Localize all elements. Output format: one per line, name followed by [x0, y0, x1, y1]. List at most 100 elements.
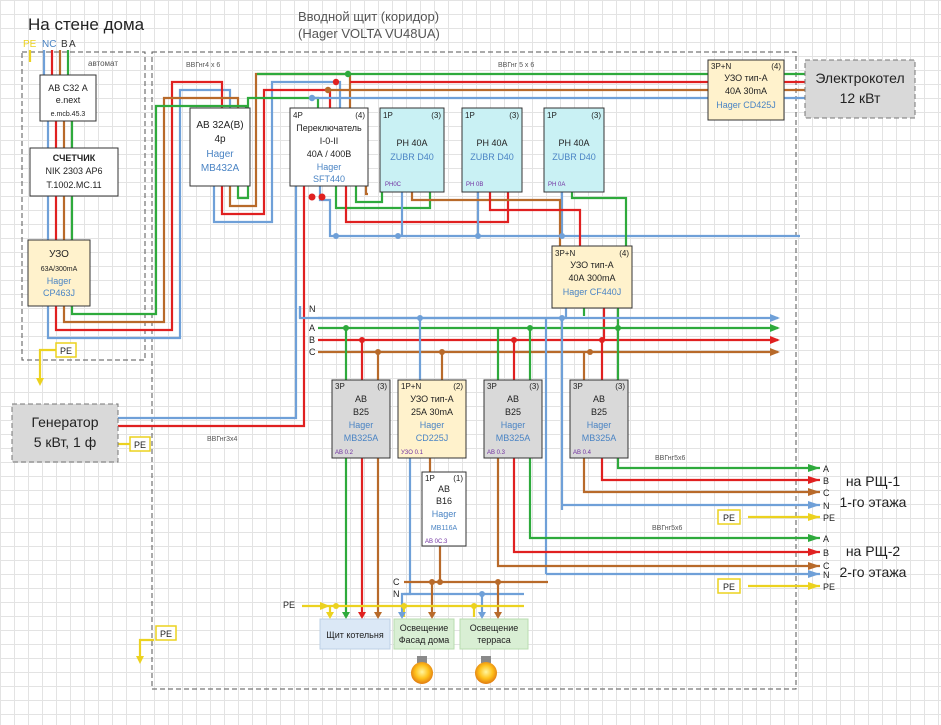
uzo-mid-tl: 3P+N: [555, 249, 575, 258]
out1-label-pe: PE: [823, 513, 835, 523]
breaker-av02-tl: 3P: [335, 382, 345, 391]
pe-tag-5: [155, 625, 177, 641]
bus-label-b: B: [309, 335, 315, 345]
breaker-av02-sub: АВ 0.2: [335, 450, 354, 456]
voltage-relay-b-l1: РН 40А: [476, 138, 507, 148]
pe-tag-3-text: PE: [723, 513, 735, 523]
out1-title-1: на РЩ-1: [846, 473, 901, 489]
meter-breaker-box: [39, 74, 97, 122]
panel-subtitle: (Hager VOLTA VU48UA): [298, 26, 440, 41]
uzo-mid-box: [551, 245, 633, 309]
load-boiler-room-text: Щит котельня: [326, 630, 384, 640]
uzo-main-l1: УЗО: [49, 249, 69, 260]
uzo-01-l4: CD225J: [416, 433, 449, 443]
breaker-av16-l4: MB116A: [431, 525, 458, 532]
breaker-av16-l1: АВ: [438, 484, 450, 494]
breaker-av03-box: [483, 379, 543, 459]
breaker-av04-l4: MB325A: [582, 433, 617, 443]
generator-l2: 5 кВт, 1 ф: [34, 434, 97, 450]
light-bus-c: C: [393, 577, 400, 587]
generator-l1: Генератор: [31, 414, 98, 430]
meter-l2: NIK 2303 АР6: [45, 166, 102, 176]
meter-breaker-l2: e.next: [56, 95, 81, 105]
breaker-av02-l1: АВ: [355, 394, 367, 404]
breaker-av16-l2: В16: [436, 496, 452, 506]
voltage-relay-c-tl: 1P: [383, 111, 393, 120]
house-label-nc: NC: [42, 39, 56, 50]
breaker-av04-tl: 3P: [573, 382, 583, 391]
breaker-av04-sub: АВ 0.4: [573, 450, 592, 456]
breaker-32a-box: [189, 107, 251, 187]
breaker-av04-l1: АВ: [593, 394, 605, 404]
bulb-facade-icon: [411, 656, 433, 684]
avtomat-label: автомат: [88, 59, 118, 68]
breaker-32a-l1: АВ 32А(В): [196, 120, 243, 131]
uzo-01-l2: 25А 30mA: [411, 407, 453, 417]
out2-label-n: N: [823, 570, 830, 580]
out1-title-2: 1-го этажа: [840, 494, 907, 510]
breaker-av02-box: [331, 379, 391, 459]
breaker-av16-tr: (1): [453, 474, 463, 483]
output-arrows: [36, 314, 820, 664]
breaker-av16-l3: Hager: [432, 509, 457, 519]
breaker-av16-box: [421, 471, 467, 547]
breaker-av03-l3: Hager: [501, 420, 526, 430]
uzo-01-l1: УЗО тип-А: [410, 394, 453, 404]
pe-tag-3: [717, 509, 741, 525]
voltage-relay-c-l2: ZUBR D40: [390, 152, 434, 162]
uzo-main-l2: 63А/300mA: [41, 266, 78, 273]
out1-label-c: C: [823, 488, 830, 498]
transfer-switch-tl: 4P: [293, 111, 303, 120]
bus-label-a: A: [309, 323, 315, 333]
voltage-relay-a-sub: РН 0А: [548, 182, 565, 188]
load-terrace-box: [459, 618, 529, 650]
bus-label-c: C: [309, 347, 316, 357]
generator-box: [11, 403, 119, 463]
breaker-av03-l4: MB325A: [496, 433, 531, 443]
uzo-01-box: [397, 379, 467, 459]
transfer-switch-l3: 40А / 400В: [307, 149, 352, 159]
breaker-av02-tr: (3): [377, 382, 387, 391]
uzo-boiler-l3: Hager CD425J: [716, 100, 776, 110]
transfer-switch-l4: Hager: [317, 162, 342, 172]
transfer-switch-box: [289, 107, 369, 187]
load-facade-text-2: Фасад дома: [399, 635, 450, 645]
transfer-switch-tr: (4): [355, 111, 365, 120]
uzo-boiler-box: [707, 59, 785, 121]
out1-label-n: N: [823, 501, 830, 511]
uzo-boiler-l1: УЗО тип-А: [724, 73, 767, 83]
out2-label-b: B: [823, 548, 829, 558]
pe-tag-1: [55, 342, 77, 358]
uzo-mid-l2: 40А 300mA: [568, 273, 615, 283]
voltage-relay-c-tr: (3): [431, 111, 441, 120]
meter-breaker-l3: e.mcb.45.3: [51, 111, 86, 118]
breaker-av03-tl: 3P: [487, 382, 497, 391]
load-boiler-room-box: [319, 618, 391, 650]
out2-label-pe: PE: [823, 582, 835, 592]
breaker-av03-tr: (3): [529, 382, 539, 391]
cable-label-1: ВВГнг4 х 6: [186, 62, 220, 69]
breaker-av04-l2: В25: [591, 407, 607, 417]
load-terrace-text-1: Освещение: [470, 623, 519, 633]
pe-tag-5-text: PE: [160, 629, 172, 639]
breaker-av03-l1: АВ: [507, 394, 519, 404]
voltage-relay-b-sub: РН 0В: [466, 182, 483, 188]
voltage-relay-a-box: [543, 107, 605, 193]
uzo-boiler-tl: 3P+N: [711, 62, 731, 71]
bulb-terrace-icon: [475, 656, 497, 684]
uzo-main-l3: Hager: [47, 276, 72, 286]
voltage-relay-a-tl: 1P: [547, 111, 557, 120]
breaker-av02-l2: В25: [353, 407, 369, 417]
pe-tag-2: [129, 436, 151, 452]
bus-label-n: N: [309, 304, 316, 314]
breaker-av03-l2: В25: [505, 407, 521, 417]
voltage-relay-b-tr: (3): [509, 111, 519, 120]
voltage-relay-a-tr: (3): [591, 111, 601, 120]
junction-dots: [308, 70, 621, 609]
main-panel-enclosure: [151, 51, 797, 690]
meter-l3: Т.1002.МС.11: [46, 180, 101, 190]
house-wall-enclosure: [21, 51, 146, 361]
boiler-box: [804, 59, 916, 119]
